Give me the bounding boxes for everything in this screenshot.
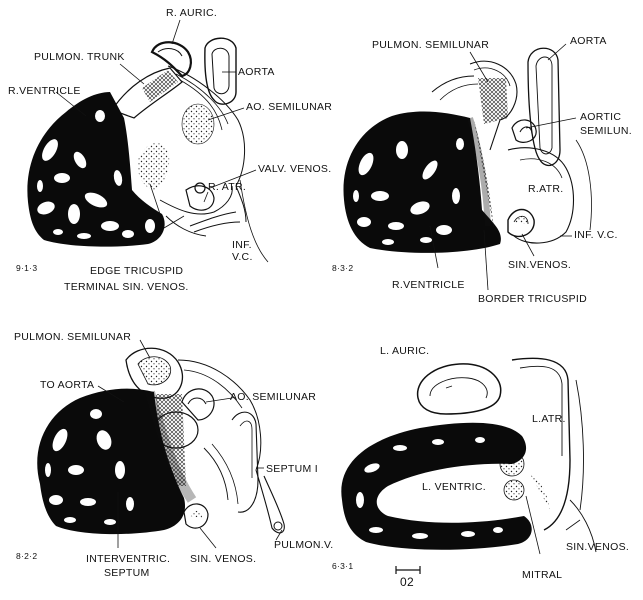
label-aortic: AORTIC	[580, 111, 622, 123]
label-valv-venos: VALV. VENOS.	[258, 163, 332, 175]
label-septum-i: SEPTUM I	[266, 463, 318, 475]
label-interventric: INTERVENTRIC.	[86, 553, 171, 565]
section-id-bl: 8·2·2	[16, 551, 38, 561]
label-semilun: SEMILUN.	[580, 125, 632, 137]
label-pulmon-v: PULMON.V.	[274, 539, 334, 551]
label-terminal-sin-venos: TERMINAL SIN. VENOS.	[64, 281, 189, 293]
r-ventricle-mass	[27, 92, 165, 247]
panel-bottom-right	[341, 357, 597, 574]
label-inf: INF.	[232, 239, 252, 251]
label-pulmon-trunk: PULMON. TRUNK	[34, 51, 125, 63]
label-septum: SEPTUM	[104, 567, 150, 579]
aorta-shape-tr	[527, 47, 561, 167]
label-inf-vc-tr: INF. V.C.	[574, 229, 618, 241]
label-border-tricuspid: BORDER TRICUSPID	[478, 293, 588, 305]
label-to-aorta: TO AORTA	[40, 379, 95, 391]
label-aorta-tr: AORTA	[570, 35, 607, 47]
label-pulmon-semilunar-bl: PULMON. SEMILUNAR	[14, 331, 132, 343]
label-sin-venos-br: SIN.VENOS.	[566, 541, 630, 553]
section-id-tr: 8·3·2	[332, 263, 354, 273]
label-l-atr: L.ATR.	[532, 413, 566, 425]
ventricle-mass-bl	[37, 388, 186, 535]
label-pulmon-semilunar-tr: PULMON. SEMILUNAR	[372, 39, 490, 51]
panel-top-left	[27, 19, 269, 263]
label-r-atr-tr: R.ATR.	[528, 183, 564, 195]
label-ao-semilunar: AO. SEMILUNAR	[246, 101, 333, 113]
label-ao-semilunar-bl: AO. SEMILUNAR	[230, 391, 317, 403]
aorta-shape	[204, 37, 237, 105]
label-r-atr: R. ATR.	[208, 181, 247, 193]
label-sin-venos-bl: SIN. VENOS.	[190, 553, 257, 565]
label-mitral: MITRAL	[522, 569, 563, 581]
label-sin-venos-tr: SIN.VENOS.	[508, 259, 572, 271]
label-r-ventricle-tr: R.VENTRICLE	[392, 279, 465, 291]
label-l-ventric: L. VENTRIC.	[422, 481, 486, 493]
panel-bottom-left	[37, 339, 285, 549]
l-auricle-shape	[416, 363, 502, 415]
label-r-auric: R. AURIC.	[166, 7, 218, 19]
label-aorta: AORTA	[238, 66, 275, 78]
label-r-ventricle: R.VENTRICLE	[8, 85, 81, 97]
ao-semilunar-region	[181, 103, 215, 145]
section-id-tl: 9·1·3	[16, 263, 38, 273]
panel-top-right	[343, 43, 592, 291]
l-ventricle-mass	[341, 422, 532, 550]
label-vc: V.C.	[232, 251, 253, 263]
scale-bar-label: 02	[400, 575, 414, 589]
section-id-br: 6·3·1	[332, 561, 354, 571]
r-auricle-shape	[150, 41, 192, 78]
label-l-auric: L. AURIC.	[380, 345, 430, 357]
label-edge-tricuspid: EDGE TRICUSPID	[90, 265, 184, 277]
